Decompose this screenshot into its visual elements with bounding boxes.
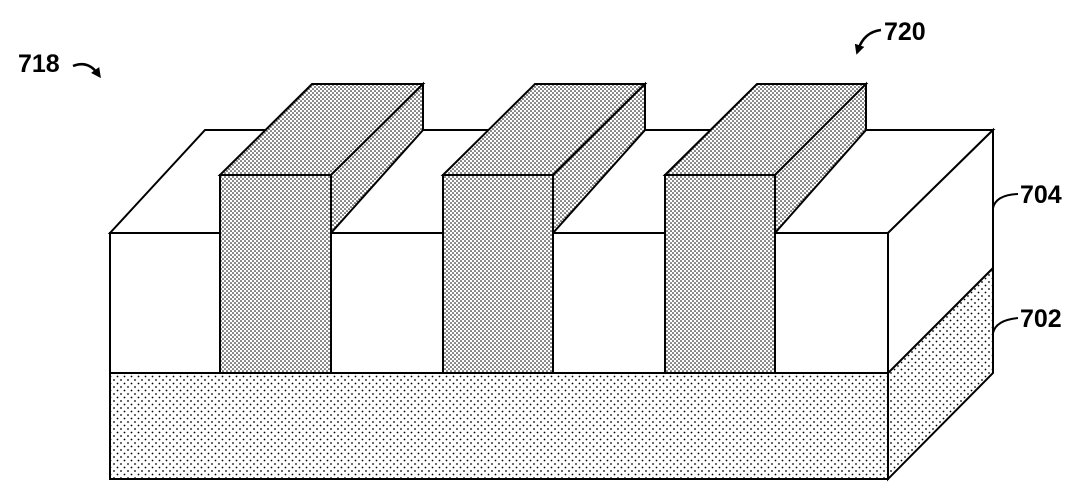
ref-704-label: 704: [1020, 181, 1062, 209]
ref-720: 720: [858, 18, 926, 50]
layer-702-front-face: [110, 373, 888, 479]
ref-702: 702: [993, 305, 1062, 333]
ref-718-label: 718: [18, 50, 60, 78]
ref-704-leader: [993, 194, 1018, 208]
ref-720-label: 720: [884, 18, 926, 46]
fin-2-front-face: [443, 175, 553, 373]
ref-702-label: 702: [1020, 305, 1062, 333]
ref-718: 718: [18, 50, 98, 78]
ref-718-arrow: [73, 64, 98, 74]
ref-704: 704: [993, 181, 1062, 209]
ref-720-arrow: [858, 30, 881, 50]
fin-1-front-face: [220, 175, 331, 373]
fin-3-front-face: [665, 175, 775, 373]
ref-702-leader: [993, 318, 1018, 333]
